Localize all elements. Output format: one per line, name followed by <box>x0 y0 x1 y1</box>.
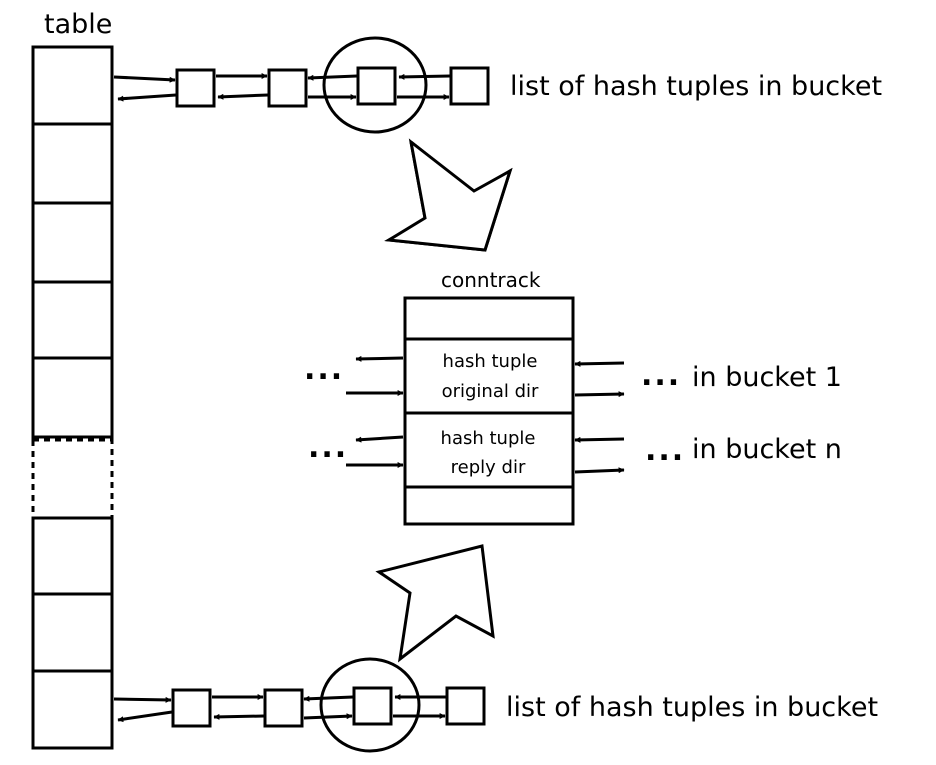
table-cell <box>31 669 114 750</box>
top-prev-arrow <box>217 93 269 100</box>
reply-tuple-line2: reply dir <box>451 457 526 478</box>
bottom-highlight-ellipse <box>319 657 421 753</box>
bucket-1-label: in bucket 1 <box>692 362 842 393</box>
bottom-prev-arrow <box>117 710 173 723</box>
top-pointer-shape <box>384 138 513 252</box>
table-cell <box>31 45 114 126</box>
top-tuple-box <box>356 66 397 106</box>
reply-tuple-line1: hash tuple <box>441 428 536 449</box>
original-next-out-arrow <box>574 391 625 398</box>
table-cell <box>31 516 114 596</box>
bottom-tuple-box <box>263 688 304 728</box>
table-cell <box>31 356 114 439</box>
bottom-list-label: list of hash tuples in bucket <box>506 692 878 723</box>
conntrack-outline <box>403 296 575 526</box>
top-list-label: list of hash tuples in bucket <box>510 71 882 102</box>
bottom-bucket-chain <box>113 657 486 753</box>
top-tuple-box <box>267 68 308 108</box>
top-bucket-chain <box>113 36 490 134</box>
ellipsis-right-1: ... <box>641 358 681 393</box>
table-cell-dashed <box>31 438 114 520</box>
bottom-tuple-box <box>352 686 393 726</box>
top-prev-arrow <box>398 73 451 80</box>
reply-next-in-arrow <box>574 436 625 443</box>
original-tuple-line1: hash tuple <box>443 351 538 372</box>
ellipsis-left-1: ... <box>304 352 344 387</box>
top-next-arrow <box>113 75 176 83</box>
original-tuple-line2: original dir <box>442 381 539 402</box>
ellipsis-left-n: ... <box>308 430 348 465</box>
bottom-tuple-box <box>445 686 486 726</box>
table-cell <box>31 280 114 360</box>
bottom-next-arrow <box>303 713 353 720</box>
original-prev-out-arrow <box>355 355 404 362</box>
bottom-pointer-shape <box>375 544 495 663</box>
top-tuple-box <box>449 66 490 106</box>
top-highlight-ellipse <box>322 36 428 134</box>
bottom-prev-arrow <box>303 695 354 702</box>
top-prev-arrow <box>117 93 177 102</box>
reply-next-out-arrow <box>574 467 625 474</box>
table-column <box>31 45 114 750</box>
table-cell <box>31 592 114 673</box>
bottom-next-arrow <box>113 696 172 703</box>
reply-prev-out-arrow <box>355 435 404 443</box>
conntrack-link-arrows <box>346 355 625 474</box>
top-prev-arrow <box>307 74 358 81</box>
bottom-prev-arrow <box>213 713 265 720</box>
conntrack-title: conntrack <box>441 268 541 292</box>
bottom-tuple-box <box>171 688 212 728</box>
top-tuple-box <box>175 68 216 108</box>
table-cell <box>31 201 114 284</box>
original-next-in-arrow <box>574 360 625 367</box>
table-cell <box>31 122 114 205</box>
table-label: table <box>44 9 112 40</box>
conntrack-box <box>403 296 575 526</box>
ellipsis-right-n: ... <box>645 433 685 468</box>
bucket-n-label: in bucket n <box>692 434 842 465</box>
